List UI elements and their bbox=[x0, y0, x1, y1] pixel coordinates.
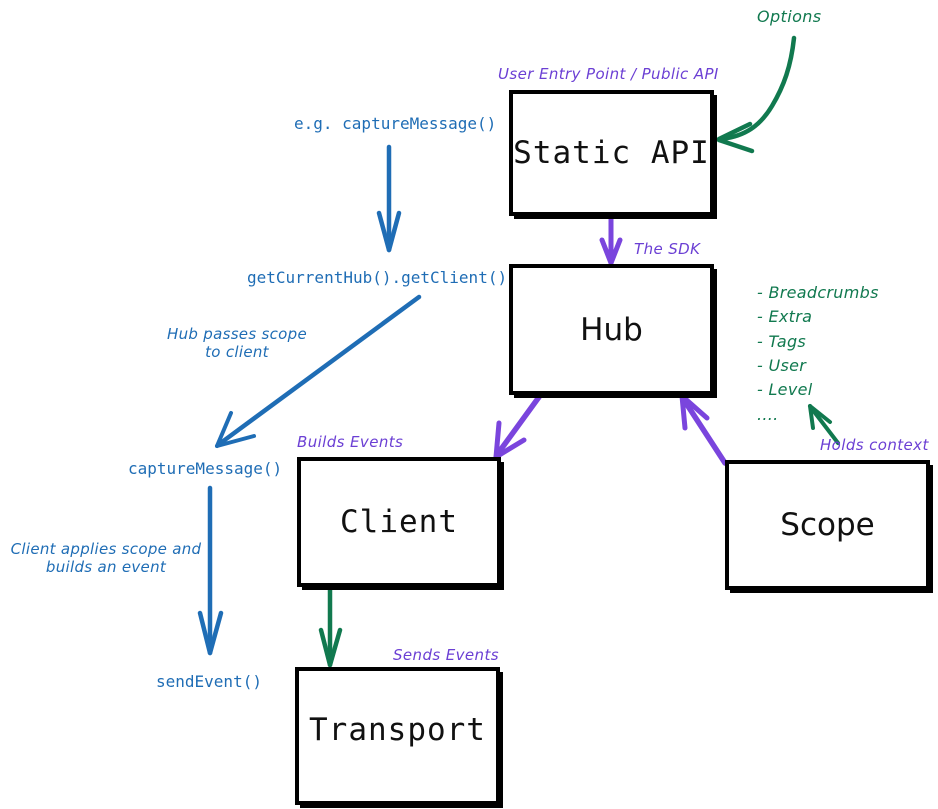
annotation-hub-passes-scope: Hub passes scope to client bbox=[163, 325, 311, 362]
context-list-item-breadcrumbs: - Breadcrumbs bbox=[757, 283, 879, 302]
annotation-the-sdk: The SDK bbox=[634, 240, 701, 258]
annotation-get-current-hub: getCurrentHub().getClient() bbox=[247, 268, 508, 287]
annotation-eg-capture-message: e.g. captureMessage() bbox=[294, 114, 497, 133]
node-static-api[interactable]: Static API bbox=[509, 90, 714, 216]
arrow-static-api-to-hub bbox=[599, 213, 623, 266]
arrow-capture-to-getcurrenthub bbox=[376, 144, 402, 253]
context-list-item-user: - User bbox=[757, 355, 807, 375]
annotation-client-applies-scope: Client applies scope and builds an event bbox=[8, 540, 204, 577]
annotation-options: Options bbox=[757, 7, 822, 26]
arrow-client-to-transport bbox=[318, 587, 343, 668]
annotation-builds-events: Builds Events bbox=[297, 433, 404, 451]
arrow-hub-to-client bbox=[493, 394, 542, 460]
arrow-getcurrenthub-to-capturemessage bbox=[215, 294, 422, 448]
node-client-label: Client bbox=[340, 504, 458, 540]
context-list-item-level: - Level bbox=[757, 380, 813, 400]
node-scope[interactable]: Scope bbox=[725, 460, 930, 590]
node-transport-label: Transport bbox=[309, 712, 486, 748]
node-static-api-label: Static API bbox=[513, 135, 710, 171]
node-scope-label: Scope bbox=[780, 507, 875, 543]
annotation-send-event: sendEvent() bbox=[156, 672, 262, 691]
node-client[interactable]: Client bbox=[297, 457, 501, 587]
annotation-user-entry-point: User Entry Point / Public API bbox=[498, 65, 719, 83]
arrow-options-to-static-api bbox=[716, 35, 797, 154]
annotation-hub-passes-scope-line2: to client bbox=[205, 343, 269, 362]
node-hub[interactable]: Hub bbox=[509, 264, 714, 395]
annotation-capture-message: captureMessage() bbox=[128, 459, 283, 478]
node-transport[interactable]: Transport bbox=[295, 667, 500, 805]
annotation-client-applies-line2: builds an event bbox=[45, 558, 167, 577]
annotation-client-applies-line1: Client applies scope and bbox=[10, 540, 202, 558]
context-list: - Breadcrumbs - Extra - Tags - User - Le… bbox=[757, 281, 879, 427]
context-list-item-extra: - Extra bbox=[757, 307, 813, 327]
context-list-item-tags: - Tags bbox=[757, 331, 807, 351]
context-list-item-ellipsis: .... bbox=[757, 404, 779, 424]
annotation-holds-context: Holds context bbox=[820, 436, 929, 454]
annotation-hub-passes-scope-line1: Hub passes scope bbox=[166, 325, 308, 343]
annotation-sends-events: Sends Events bbox=[393, 646, 499, 664]
arrow-scope-to-hub bbox=[679, 393, 728, 466]
node-hub-label: Hub bbox=[580, 311, 643, 348]
